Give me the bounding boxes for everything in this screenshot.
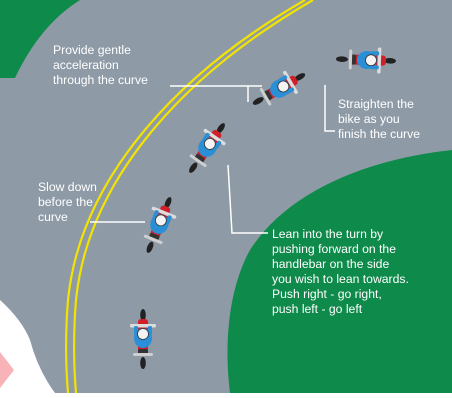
label-lean: Lean into the turn by pushing forward on… (272, 227, 409, 317)
label-accelerate: Provide gentle acceleration through the … (53, 43, 148, 88)
label-straighten: Straighten the bike as you finish the cu… (338, 97, 420, 142)
label-slow-down: Slow down before the curve (38, 180, 97, 225)
